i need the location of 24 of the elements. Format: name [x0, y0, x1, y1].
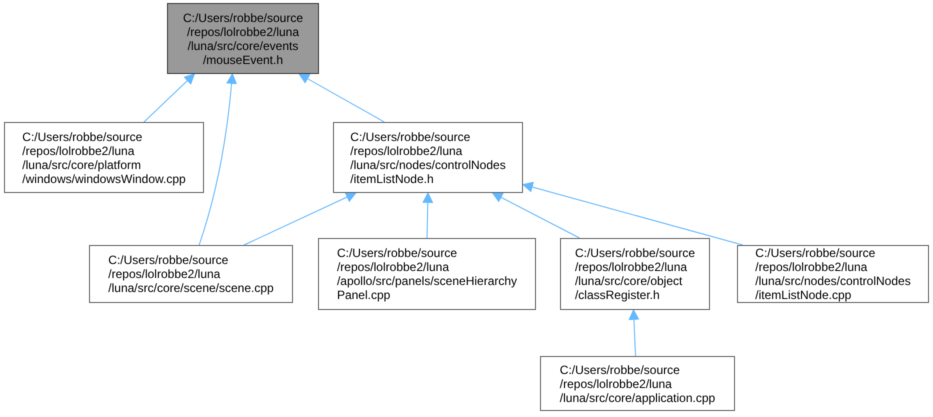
file-path: C:/Users/robbe/source /repos/lolrobbe2/luna /luna/src/core/platform /windows/windowsWindow.cpp	[22, 130, 186, 186]
arrow	[492, 192, 580, 238]
arrow	[628, 308, 640, 356]
arrow	[244, 192, 357, 246]
file-box	[737, 245, 929, 303]
file-path: C:/Users/robbe/source /repos/lolrobbe2/luna /luna/src/nodes/controlNodes /itemListNode.h	[350, 130, 506, 186]
arrow	[522, 182, 744, 246]
file-path: C:/Users/robbe/source /repos/lolrobbe2/luna /luna/src/nodes/controlNodes /itemListNode.cpp	[755, 246, 911, 302]
arrow	[298, 73, 385, 122]
file-box	[4, 122, 204, 193]
arrow	[422, 192, 434, 238]
file-box	[540, 356, 735, 411]
file-box	[318, 238, 536, 310]
arrow	[144, 73, 196, 122]
file-box	[89, 245, 293, 303]
file-box	[560, 238, 710, 310]
file-path: C:/Users/robbe/source /repos/lolrobbe2/luna /luna/src/core/application.cpp	[560, 362, 716, 404]
arrow	[198, 72, 237, 246]
file-path: C:/Users/robbe/source /repos/lolrobbe2/luna /luna/src/core/object /classRegister.h	[574, 246, 696, 302]
file-box	[167, 3, 319, 74]
file-path: C:/Users/robbe/source /repos/lolrobbe2/luna /luna/src/core/events /mouseEvent.h	[182, 10, 304, 66]
file-path: C:/Users/robbe/source /repos/lolrobbe2/luna /apollo/src/panels/sceneHierarchy Panel.cpp	[336, 246, 518, 302]
file-path: C:/Users/robbe/source /repos/lolrobbe2/luna /luna/src/core/scene/scene.cpp	[108, 253, 274, 295]
file-box	[333, 122, 523, 193]
